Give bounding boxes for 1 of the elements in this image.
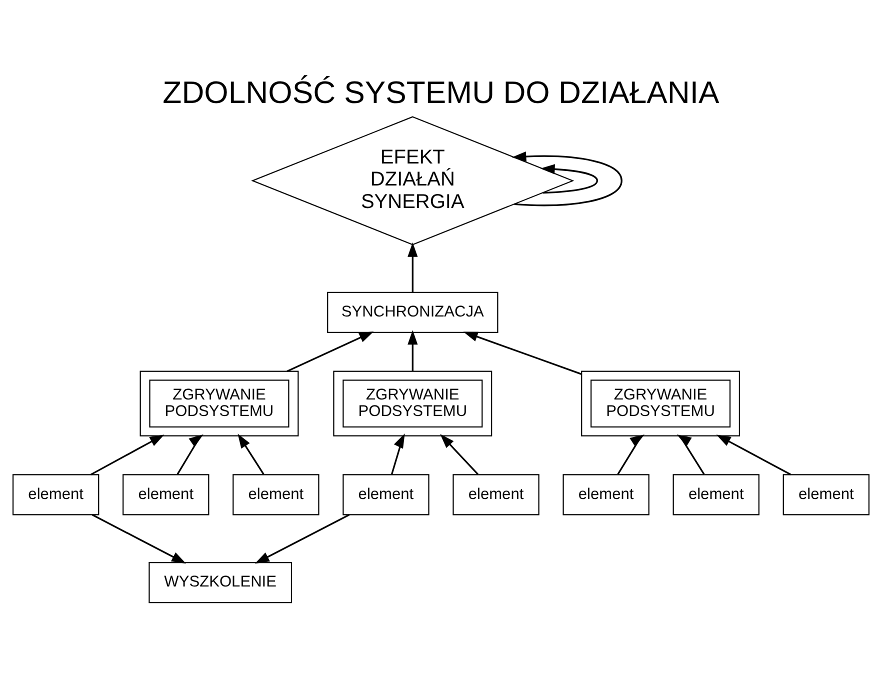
diagram-title: ZDOLNOŚĆ SYSTEMU DO DZIAŁANIA [162,74,720,110]
